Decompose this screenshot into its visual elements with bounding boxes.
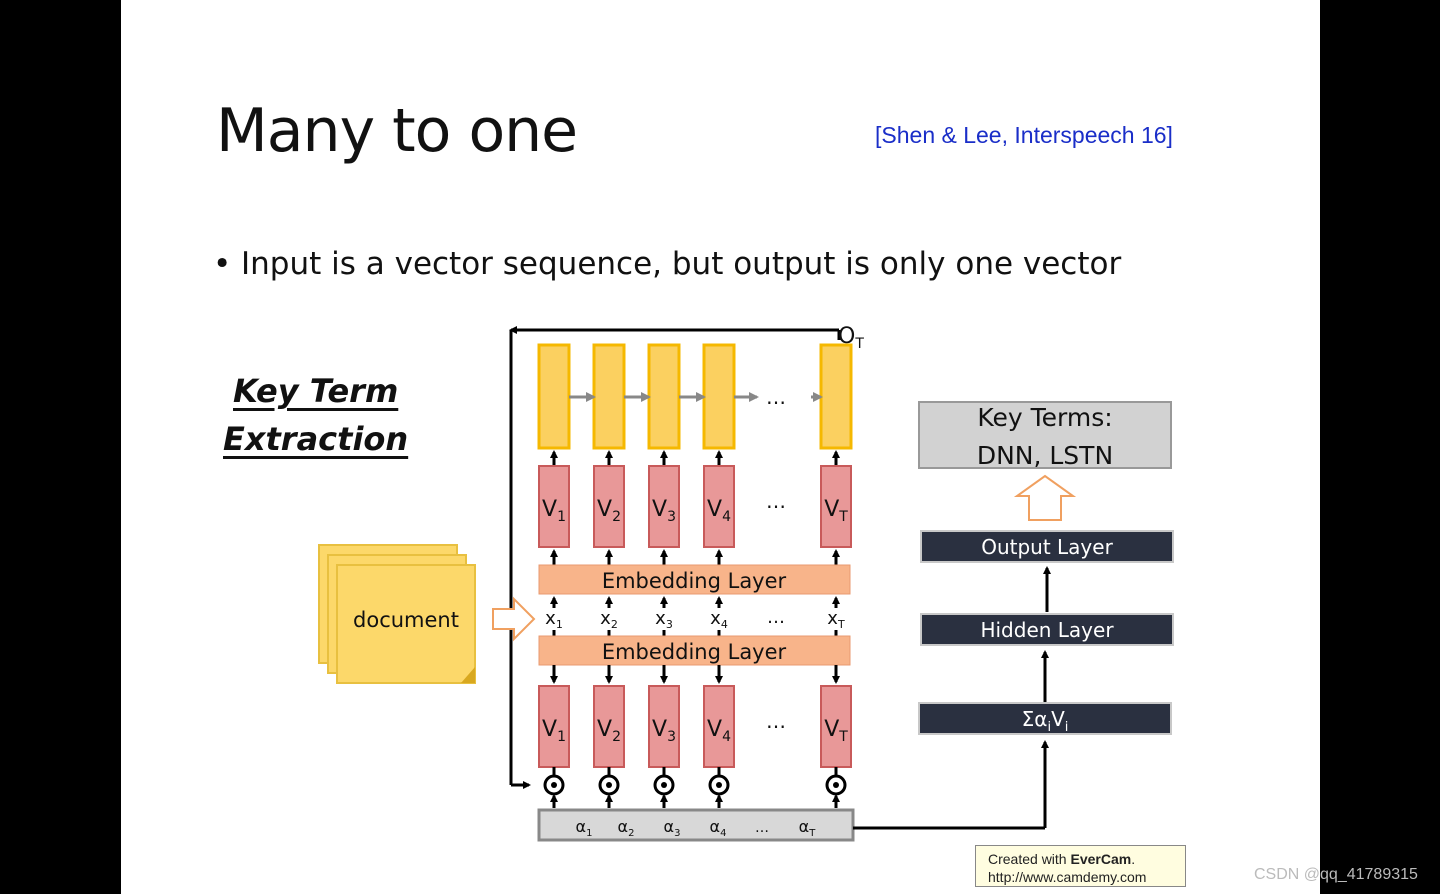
v-cell-upper-5 bbox=[820, 465, 852, 548]
slide-title: Many to one bbox=[216, 96, 578, 166]
rnn-cell-3 bbox=[647, 343, 681, 450]
document-label: document bbox=[353, 608, 459, 632]
watermark-suffix: . bbox=[1131, 851, 1136, 867]
ellipsis-alpha: … bbox=[755, 820, 769, 836]
multiply-op-dot-3 bbox=[661, 782, 667, 788]
v-label-upper-2: V2 bbox=[597, 497, 621, 525]
alpha-label-5: αT bbox=[799, 817, 817, 839]
key-term-title-line2: Extraction bbox=[223, 420, 409, 458]
x-label-5: xT bbox=[827, 608, 845, 631]
alpha-label-4: α4 bbox=[710, 817, 727, 839]
rnn-cell-5 bbox=[819, 343, 853, 450]
bullet-text: Input is a vector sequence, but output i… bbox=[241, 246, 1122, 282]
ellipsis-top: … bbox=[766, 385, 786, 409]
evercam-watermark: Created with EverCam. http://www.camdemy… bbox=[975, 845, 1186, 887]
v-cell-lower-2 bbox=[593, 685, 625, 768]
watermark-brand: EverCam bbox=[1070, 851, 1132, 867]
document-arrow bbox=[492, 596, 536, 642]
output-layer-label: Output Layer bbox=[981, 535, 1113, 559]
key-terms-box bbox=[918, 401, 1172, 469]
rnn-cell-2 bbox=[592, 343, 626, 450]
v-cell-upper-4 bbox=[703, 465, 735, 548]
rnn-cell-1 bbox=[537, 343, 571, 450]
x-label-1: x1 bbox=[545, 608, 563, 631]
v-label-lower-5: VT bbox=[824, 717, 848, 745]
v-label-lower-3: V3 bbox=[652, 717, 676, 745]
bullet-dot: • bbox=[213, 246, 232, 282]
hidden-layer-label: Hidden Layer bbox=[980, 618, 1114, 642]
watermark-prefix: Created with bbox=[988, 851, 1071, 867]
multiply-op-dot-5 bbox=[833, 782, 839, 788]
weighted-sum-label: ΣαiVi bbox=[1022, 707, 1069, 735]
v-label-lower-4: V4 bbox=[707, 717, 731, 745]
alpha-label-2: α2 bbox=[618, 817, 635, 839]
attention-weights-bar bbox=[537, 808, 855, 842]
embedding-layer-top-label: Embedding Layer bbox=[602, 569, 787, 593]
v-cell-upper-2 bbox=[593, 465, 625, 548]
output-layer-box bbox=[920, 530, 1174, 563]
embedding-layer-bottom-label: Embedding Layer bbox=[602, 640, 787, 664]
v-label-lower-1: V1 bbox=[542, 717, 566, 745]
key-terms-line1: Key Terms: bbox=[977, 403, 1112, 432]
output-hollow-arrow bbox=[1013, 474, 1077, 521]
citation: [Shen & Lee, Interspeech 16] bbox=[875, 122, 1173, 148]
v-label-lower-2: V2 bbox=[597, 717, 621, 745]
key-terms-line2: DNN, LSTN bbox=[977, 441, 1113, 470]
rnn-cell-4 bbox=[702, 343, 736, 450]
ellipsis-v-lower: … bbox=[766, 709, 786, 733]
document-page-3 bbox=[336, 564, 476, 684]
v-label-upper-1: V1 bbox=[542, 497, 566, 525]
csdn-watermark: CSDN @qq_41789315 bbox=[1254, 866, 1418, 883]
bullet-point: •Input is a vector sequence, but output … bbox=[213, 246, 1121, 282]
alpha-label-1: α1 bbox=[576, 817, 593, 839]
v-cell-upper-1 bbox=[538, 465, 570, 548]
v-label-upper-4: V4 bbox=[707, 497, 731, 525]
v-label-upper-3: V3 bbox=[652, 497, 676, 525]
v-cell-upper-3 bbox=[648, 465, 680, 548]
key-term-title-line1: Key Term bbox=[233, 372, 399, 410]
output-label-ot: OT bbox=[838, 324, 864, 352]
multiply-op-dot-4 bbox=[716, 782, 722, 788]
multiply-op-dot-1 bbox=[551, 782, 557, 788]
v-label-upper-5: VT bbox=[824, 497, 848, 525]
ellipsis-x: … bbox=[767, 607, 785, 628]
weighted-sum-box bbox=[918, 702, 1172, 735]
x-label-2: x2 bbox=[600, 608, 618, 631]
embedding-layer-top bbox=[538, 564, 851, 595]
embedding-layer-bottom bbox=[538, 635, 851, 666]
watermark-url: http://www.camdemy.com bbox=[988, 869, 1147, 885]
x-label-3: x3 bbox=[655, 608, 673, 631]
multiply-op-dot-2 bbox=[606, 782, 612, 788]
v-cell-lower-1 bbox=[538, 685, 570, 768]
hidden-layer-box bbox=[920, 613, 1174, 646]
v-cell-lower-3 bbox=[648, 685, 680, 768]
ellipsis-v-upper: … bbox=[766, 489, 786, 513]
slide: Many to one [Shen & Lee, Interspeech 16]… bbox=[121, 0, 1320, 894]
document-fold bbox=[461, 667, 475, 683]
alpha-label-3: α3 bbox=[664, 817, 681, 839]
x-label-4: x4 bbox=[710, 608, 728, 631]
v-cell-lower-4 bbox=[703, 685, 735, 768]
